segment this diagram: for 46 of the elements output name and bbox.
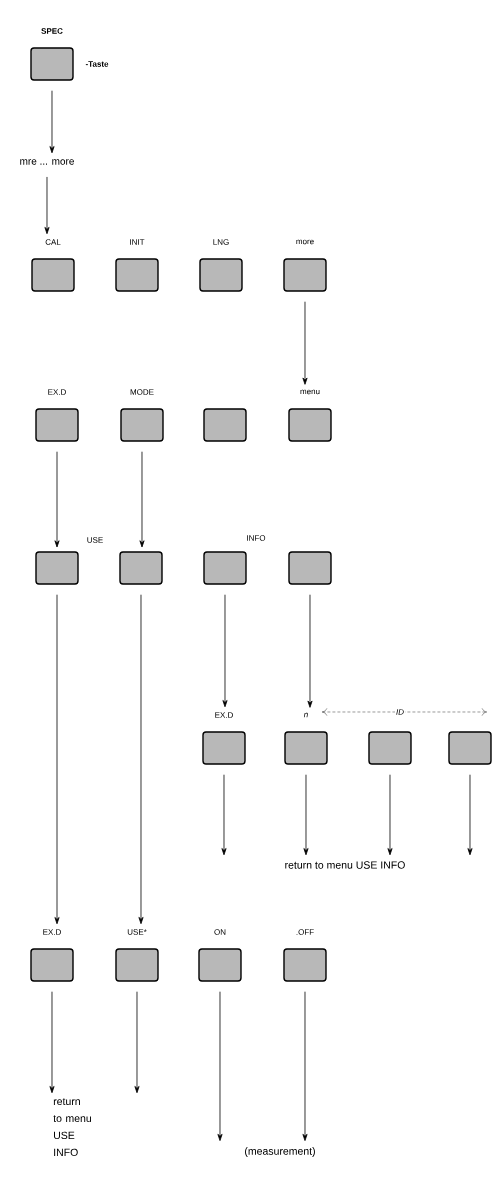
arrow (307, 594, 313, 708)
key-button (203, 551, 247, 585)
arrow (138, 594, 144, 925)
arrow (134, 991, 140, 1094)
key-button (203, 408, 247, 442)
key-button (448, 731, 492, 765)
key-label: LNG (213, 239, 229, 245)
arrow (303, 774, 309, 856)
key-button (288, 551, 332, 585)
arrow (44, 176, 50, 235)
key-label: INIT (130, 239, 145, 245)
key-label: SPEC (41, 28, 63, 34)
key-button (368, 731, 412, 765)
key-button (35, 551, 79, 585)
key-label: CAL (45, 239, 61, 245)
key-label: EX.D (215, 712, 233, 718)
arrow (221, 774, 227, 856)
arrow (387, 774, 393, 856)
key-label: menu (300, 389, 320, 395)
arrow (217, 991, 223, 1141)
key-label: USE* (127, 929, 147, 935)
key-label: EX.D (43, 929, 61, 935)
arrow (49, 90, 55, 154)
arrow (467, 774, 473, 856)
key-label: more (296, 239, 314, 245)
arrow (139, 451, 145, 548)
arrow (222, 594, 228, 708)
arrow (54, 451, 60, 548)
key-button (119, 551, 163, 585)
arrow (49, 991, 55, 1094)
arrow (302, 301, 308, 385)
key-label: MODE (130, 389, 154, 395)
key-label: ON (214, 929, 226, 935)
arrow (54, 594, 60, 925)
key-label: INFO (245, 534, 267, 542)
note-text: return to menu USE INFO (285, 861, 405, 869)
key-label: ID (395, 708, 405, 716)
arrow (302, 991, 308, 1141)
key-caption: -Taste (85, 61, 109, 67)
key-label: EX.D (48, 389, 66, 395)
key-label: USE (85, 536, 105, 544)
note-text: return to menu USE INFO (53, 1098, 91, 1157)
note-text: mre ... more (20, 159, 74, 165)
note-text: (measurement) (245, 1147, 315, 1157)
key-label: n (303, 712, 308, 718)
key-label: .OFF (296, 929, 314, 935)
